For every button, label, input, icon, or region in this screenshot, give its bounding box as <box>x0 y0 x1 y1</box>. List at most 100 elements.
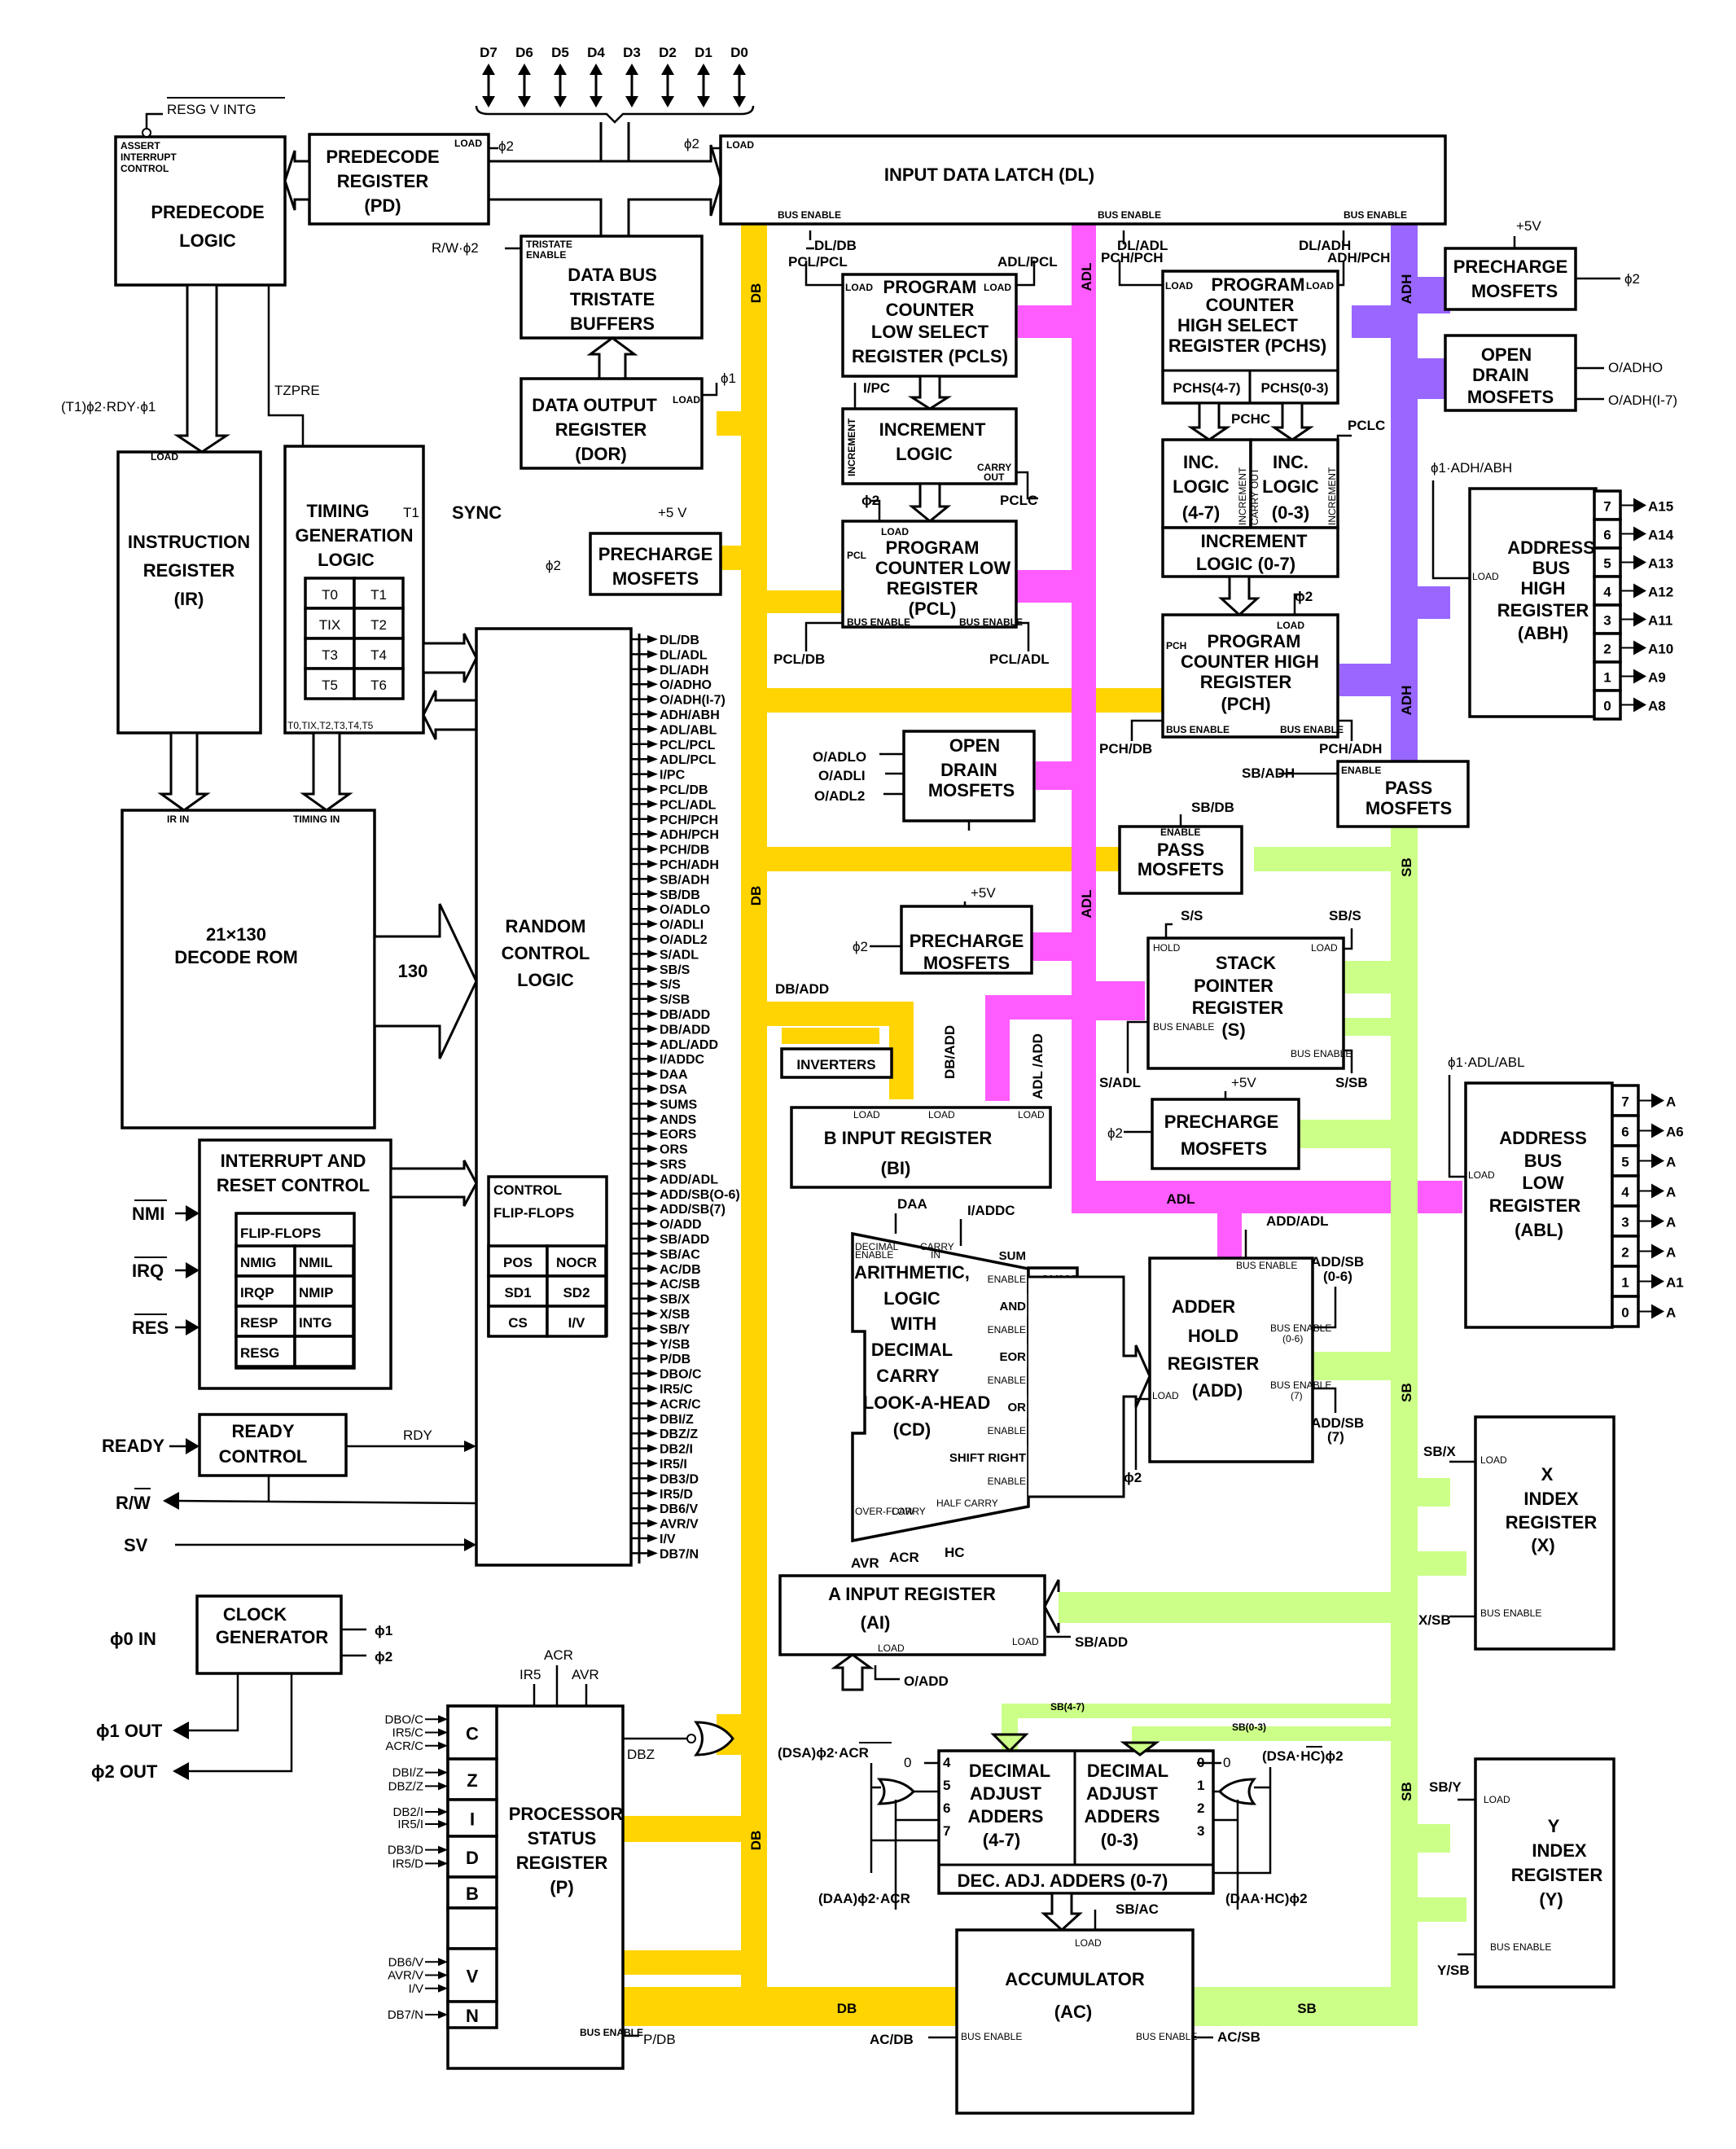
control-signal-label: S/S <box>660 978 681 992</box>
pch-title-2: COUNTER HIGH <box>1181 651 1319 672</box>
clock-input: ϕ0 IN <box>110 1629 156 1649</box>
pd-to-predecode-arrow <box>283 150 311 211</box>
abh-title-5: (ABH) <box>1518 623 1568 643</box>
control-signal-label: ORS <box>660 1143 688 1157</box>
arrow-right-icon <box>647 1174 658 1183</box>
predecode-logic <box>114 135 287 287</box>
add-title-2: HOLD <box>1188 1326 1238 1346</box>
sb-bus-to-x2 <box>1418 1551 1466 1576</box>
control-signal-label: O/ADLI <box>660 919 704 932</box>
precharge-mosfets-adl <box>900 905 1033 975</box>
pd-load-label: LOAD <box>454 138 482 149</box>
bidirectional-arrow-icon <box>661 64 674 107</box>
status-flag-label: D <box>466 1848 479 1868</box>
precharge-sb-v: +5V <box>1231 1075 1256 1090</box>
bidirectional-arrow-icon <box>590 64 603 107</box>
clock-out-wires <box>187 1628 366 1773</box>
arrow-right-icon <box>647 844 658 853</box>
control-signal-label: I/ADDC <box>660 1053 705 1067</box>
da-high-2: ADJUST <box>970 1783 1042 1804</box>
control-signal-label: O/ADLO <box>660 903 710 917</box>
adl-bus-to-add <box>1217 1181 1242 1258</box>
pcls-load-right: LOAD <box>984 282 1011 293</box>
arrow-right-icon <box>438 1808 448 1816</box>
nor-gate <box>694 1721 734 1756</box>
alu-title-1: ARITHMETIC, <box>854 1262 970 1283</box>
interrupt-ff-label: IRQP <box>240 1285 274 1300</box>
pcl-pcl-label: PCL/PCL <box>788 254 848 270</box>
status-flag-inputs: DBO/CIR5/CACR/CDBI/ZDBZ/ZDB2/IIR5/IDB3/D… <box>384 1713 448 2022</box>
arrow-right-icon <box>647 919 658 928</box>
pass-db-title-2: MOSFETS <box>1138 859 1224 879</box>
random-title-1: RANDOM <box>506 916 586 936</box>
stack-title-1: STACK <box>1216 953 1276 973</box>
arrow-right-icon <box>647 1354 658 1363</box>
control-signal-label: ADD/SB(O-6) <box>660 1188 740 1202</box>
arrow-right-icon <box>647 1235 658 1243</box>
add-clk: ϕ2 <box>1124 1470 1142 1485</box>
bidirectional-arrow-icon <box>625 64 638 107</box>
inc-logic-0-3 <box>1249 438 1339 529</box>
inc03-3: (0-3) <box>1272 502 1309 523</box>
b-input-register <box>790 1106 1052 1189</box>
p-db-label: P/DB <box>643 2032 676 2047</box>
status-flag-label: C <box>466 1724 479 1744</box>
alu-daa: DAA <box>897 1196 927 1212</box>
timing-cell <box>353 577 405 610</box>
address-pin-label: A <box>1666 1094 1676 1110</box>
da-right-top: (DSA·HC)ϕ2 <box>1262 1748 1344 1764</box>
control-signal-label: AVR/V <box>660 1518 699 1532</box>
arrow-right-icon <box>647 814 658 823</box>
arrow-right-icon <box>647 1549 658 1558</box>
inc-high-increment-b: INCREMENT <box>1326 467 1338 525</box>
alu-enable-label: ENABLE <box>988 1274 1026 1285</box>
address-pin-label: A10 <box>1648 642 1673 657</box>
arrow-right-icon <box>1651 1274 1664 1289</box>
sb47-arrow <box>990 1733 1029 1753</box>
tristate-enable-1: TRISTATE <box>526 239 572 250</box>
y-index-register <box>1474 1757 1615 1989</box>
pass-adh-title-2: MOSFETS <box>1366 798 1452 818</box>
abl-bit-label: 5 <box>1621 1155 1629 1170</box>
ai-load-right: LOAD <box>1012 1636 1039 1647</box>
sb-ac-label: SB/AC <box>1116 1901 1159 1917</box>
control-signal-label: DB/ADD <box>660 1023 710 1037</box>
address-pin-label: A1 <box>1666 1275 1684 1291</box>
adh-bus-main <box>1391 224 1418 761</box>
control-ff-label: I/V <box>568 1315 585 1331</box>
control-signal-label: ADH/ABH <box>660 708 720 722</box>
precharge-db-title-2: MOSFETS <box>612 568 699 589</box>
pcl-title-3: REGISTER <box>887 578 979 599</box>
control-signal-label: IR5/I <box>660 1458 687 1471</box>
da-low-4: (0-3) <box>1101 1830 1138 1850</box>
sb-x-label: SB/X <box>1423 1444 1456 1459</box>
flag-input-label: DBI/Z <box>392 1766 423 1780</box>
clock-title-2: GENERATOR <box>216 1627 329 1647</box>
timing-cell-label: T1 <box>370 587 387 603</box>
od-adh-title-3: MOSFETS <box>1467 387 1554 407</box>
add-load: LOAD <box>1152 1390 1179 1401</box>
alu-title-3: WITH <box>891 1314 936 1334</box>
da-bit-left: 6 <box>943 1800 950 1816</box>
data-pin-d1: D1 <box>695 45 712 60</box>
control-signal-label: IR5/C <box>660 1383 693 1397</box>
status-title-4: (P) <box>550 1877 573 1897</box>
sb-to-ai-arrow-head <box>1043 1579 1060 1634</box>
timing-cell <box>304 637 356 670</box>
rom-out-count: 130 <box>398 961 428 981</box>
pch-title-3: REGISTER <box>1200 672 1292 692</box>
abh-title-4: REGISTER <box>1497 600 1589 621</box>
inc-low-clk: ϕ2 <box>861 493 879 508</box>
x-bus-enable: BUS ENABLE <box>1480 1607 1541 1619</box>
inc47-2: LOGIC <box>1173 476 1230 497</box>
ac-be-right: BUS ENABLE <box>1136 2031 1197 2042</box>
control-signal-label: I/PC <box>660 769 686 783</box>
abh-load-signal: ϕ1·ADH/ABH <box>1431 460 1512 476</box>
pcls-to-inc-arrow <box>907 375 953 410</box>
control-signal-label: SB/X <box>660 1293 690 1307</box>
arrow-right-icon <box>647 1279 658 1288</box>
random-title-2: CONTROL <box>502 943 590 963</box>
db-bus-to-pch <box>766 688 1165 713</box>
rom-title-2: DECODE ROM <box>174 947 298 967</box>
